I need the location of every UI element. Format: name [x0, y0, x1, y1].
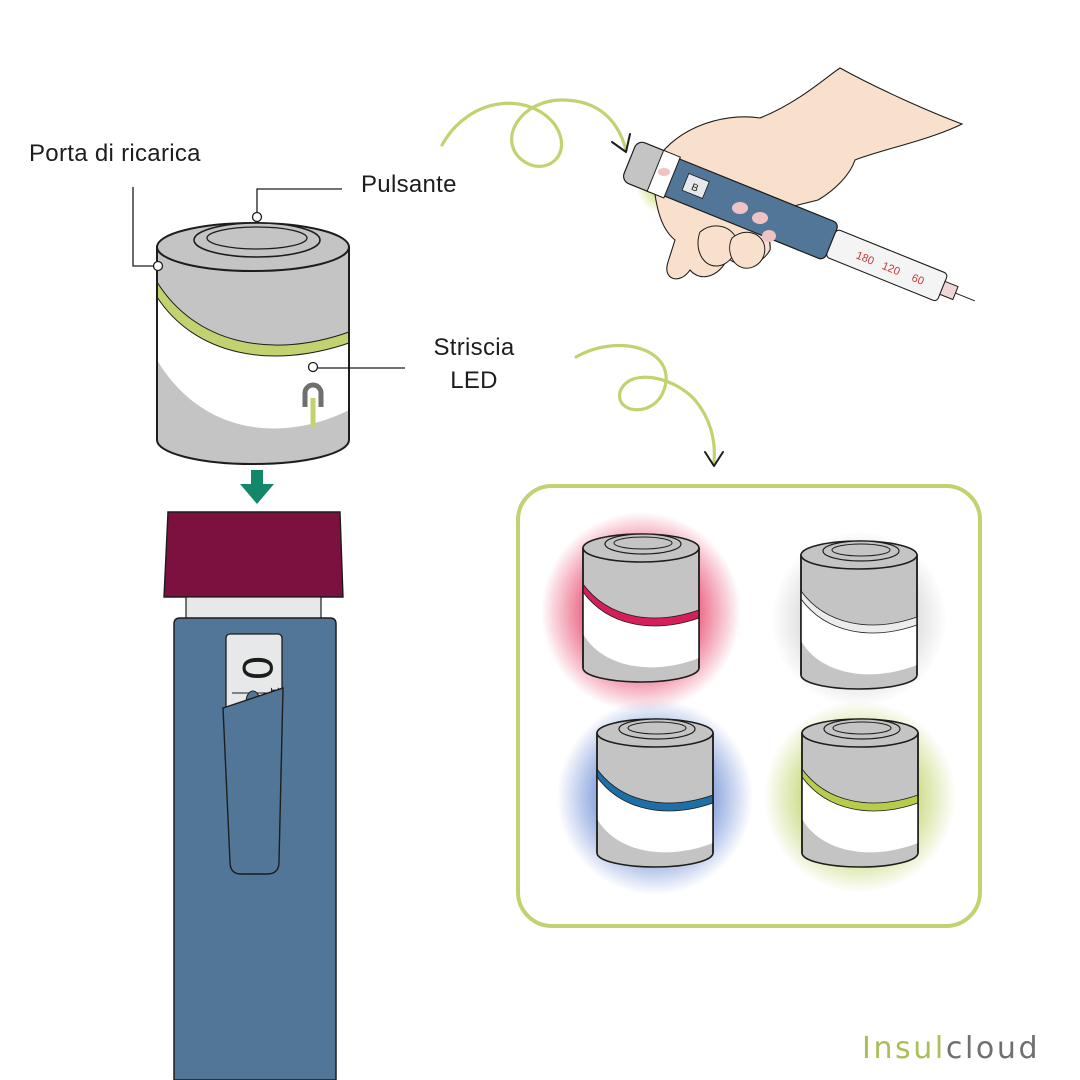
led-cap-band-blue — [597, 777, 713, 853]
label-charging-port: Porta di ricarica — [29, 140, 201, 167]
smart-cap-main — [156, 222, 350, 465]
led-cap-band-green — [802, 777, 918, 853]
pen-collar — [185, 596, 322, 622]
curly-arrow-icon — [440, 98, 628, 168]
cap-logo-icon — [302, 382, 324, 407]
hand-shape — [651, 67, 964, 280]
insulin-pen: 0 1 — [163, 511, 344, 1080]
dose-window-number: 0 — [233, 655, 279, 680]
dose-window-small: 1 — [268, 687, 281, 694]
brand-part1: Insul — [862, 1031, 946, 1066]
led-variant-green — [764, 701, 956, 893]
led-cap-band-white — [801, 599, 917, 675]
label-led-strip-line1: Striscia — [433, 334, 515, 361]
pen-clip — [222, 687, 284, 875]
label-led-strip-line2: LED — [450, 367, 498, 394]
arrow-down-icon — [240, 470, 274, 504]
pen-scale-60: 60 — [910, 272, 926, 288]
hand-holding-pen: B 180 120 60 — [623, 67, 976, 302]
led-cap-button-inner-blue — [627, 721, 687, 735]
leader-lines — [132, 187, 405, 373]
led-variant-white — [771, 531, 947, 707]
label-button: Pulsante — [361, 171, 457, 198]
led-variants-group — [541, 512, 956, 895]
brand-part2: cloud — [946, 1031, 1040, 1066]
led-cap-button-inner-green — [832, 721, 892, 735]
led-cap-band-red — [583, 592, 699, 668]
led-variant-blue — [557, 699, 753, 895]
pen-cap — [163, 511, 344, 598]
led-variant-red — [541, 512, 741, 712]
curly-arrow-icon-2 — [574, 343, 716, 464]
led-cap-button-inner-red — [613, 536, 673, 550]
led-cap-button-inner-white — [831, 543, 891, 557]
cap-button-inner — [206, 226, 308, 250]
cap-white-band — [157, 297, 349, 429]
brand-logo-text: Insulcloud — [862, 1031, 1040, 1066]
label-led-strip: Striscia LED — [422, 331, 526, 397]
pen-scale-b: B — [690, 182, 701, 195]
